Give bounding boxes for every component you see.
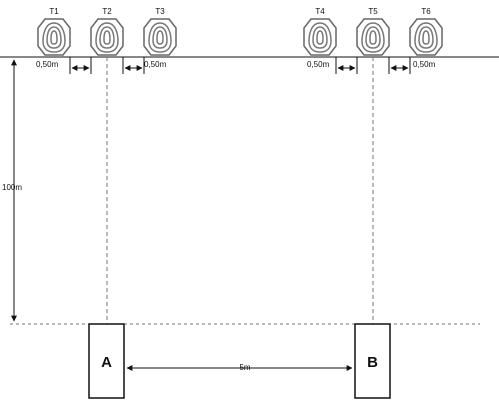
target-t1 [37, 18, 71, 56]
spacing-label-4: 0,50m [413, 60, 436, 69]
target-label-t4: T4 [315, 7, 325, 16]
position-b-box [354, 323, 391, 399]
target-label-t1: T1 [49, 7, 59, 16]
target-t4 [303, 18, 337, 56]
position-b-label: B [367, 354, 378, 371]
target-t3 [143, 18, 177, 56]
target-t6 [409, 18, 443, 56]
target-t2 [90, 18, 124, 56]
width-label-5m: 5m [239, 363, 250, 372]
target-label-t5: T5 [368, 7, 378, 16]
target-label-t6: T6 [421, 7, 431, 16]
distance-label-100m: 100m [2, 183, 22, 192]
position-a-label: A [101, 354, 112, 371]
spacing-label-3: 0,50m [307, 60, 330, 69]
target-t5 [356, 18, 390, 56]
spacing-label-2: 0,50m [144, 60, 167, 69]
target-label-t3: T3 [155, 7, 165, 16]
position-a-box [88, 323, 125, 399]
target-label-t2: T2 [102, 7, 112, 16]
spacing-label-1: 0,50m [36, 60, 59, 69]
